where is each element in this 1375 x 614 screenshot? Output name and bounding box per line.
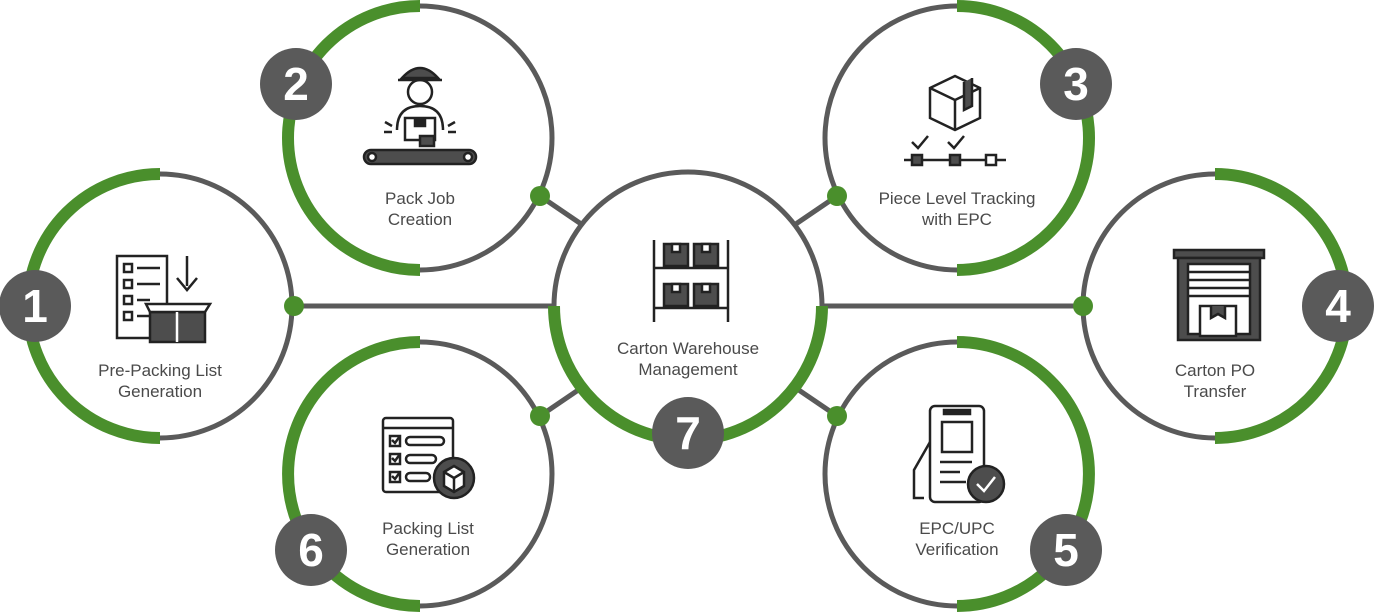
- step-4-label-line1: Carton PO: [1174, 361, 1256, 380]
- warehouse-shelf-icon: [652, 240, 730, 322]
- center-label: Carton Warehouse Management: [598, 338, 778, 380]
- step-3-number: 3: [1063, 58, 1089, 110]
- step-3-badge: 3: [1040, 48, 1112, 120]
- center-label-line1: Carton Warehouse: [616, 339, 760, 358]
- step-3-label: Piece Level Tracking with EPC: [867, 188, 1047, 230]
- step-1-badge: 1: [0, 270, 71, 342]
- step-4-badge: 4: [1302, 270, 1374, 342]
- phone-verification-icon: [912, 404, 1006, 504]
- step-6-label: Packing List Generation: [348, 518, 508, 560]
- step-6-label-line1: Packing List: [382, 519, 474, 538]
- step-4-label-line2: Transfer: [1183, 382, 1247, 401]
- center-label-line2: Management: [638, 360, 738, 379]
- step-2-number: 2: [283, 58, 309, 110]
- step-2-badge: 2: [260, 48, 332, 120]
- step-1-label-line1: Pre-Packing List: [98, 361, 222, 380]
- step-6-label-line2: Generation: [385, 540, 471, 559]
- step-2-label: Pack Job Creation: [340, 188, 500, 230]
- connectors: [294, 193, 1083, 419]
- step-1-label: Pre-Packing List Generation: [80, 360, 240, 402]
- step-3-circle: [822, 0, 1095, 276]
- step-2-label-line1: Pack Job: [385, 189, 455, 208]
- step-5-label-line2: Verification: [915, 540, 999, 559]
- step-6-badge: 6: [275, 514, 347, 586]
- connector-dots: [284, 186, 1093, 426]
- step-3-label-line1: Piece Level Tracking: [878, 189, 1036, 208]
- worker-conveyor-icon: [362, 66, 478, 166]
- step-2-label-line2: Creation: [387, 210, 453, 229]
- checklist-box-icon: [115, 254, 213, 344]
- box-tracking-icon: [904, 74, 1006, 167]
- step-4-number: 4: [1325, 280, 1351, 332]
- step-5-label: EPC/UPC Verification: [877, 518, 1037, 560]
- center-number: 7: [675, 407, 701, 459]
- step-3-label-line2: with EPC: [922, 210, 992, 229]
- warehouse-door-icon: [1172, 248, 1266, 342]
- step-6-number: 6: [298, 524, 324, 576]
- step-5-number: 5: [1053, 524, 1079, 576]
- center-badge: 7: [652, 397, 724, 469]
- packing-list-icon: [381, 416, 476, 500]
- step-5-label-line1: EPC/UPC: [919, 519, 995, 538]
- step-1-label-line2: Generation: [117, 382, 203, 401]
- step-1-number: 1: [22, 280, 48, 332]
- step-4-label: Carton PO Transfer: [1135, 360, 1295, 402]
- step-5-badge: 5: [1030, 514, 1102, 586]
